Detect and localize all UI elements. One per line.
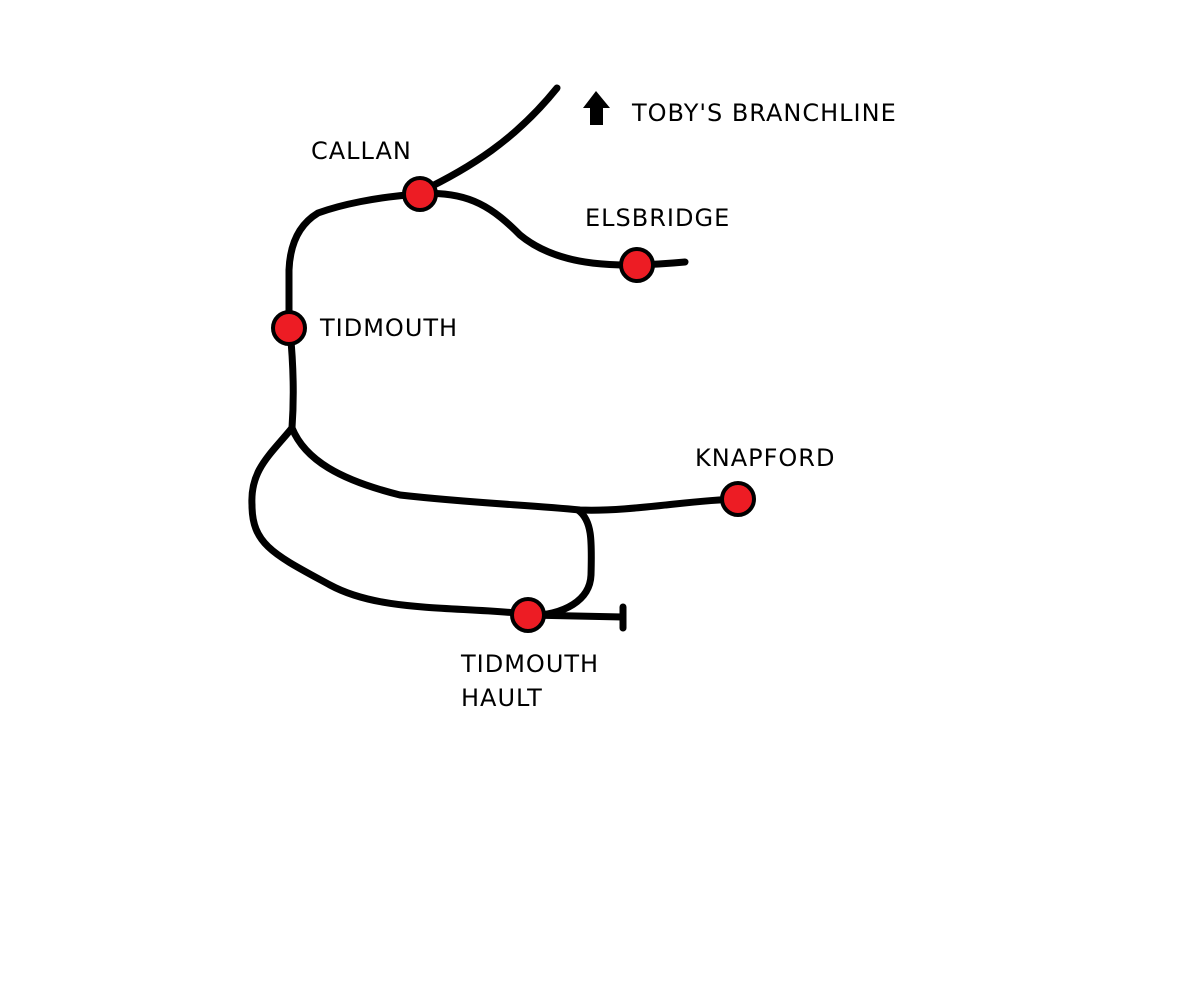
track-junction-loop-tidmouth-hault bbox=[248, 424, 532, 618]
track-knapford-spur-tidmouth-hault bbox=[524, 506, 595, 620]
station-tidmouth-hault-marker bbox=[510, 597, 546, 633]
station-tidmouth-marker bbox=[271, 310, 307, 346]
station-knapford-marker bbox=[720, 481, 756, 517]
track-callan-tidmouth bbox=[285, 190, 424, 334]
track-callan-tobys-branchline bbox=[416, 84, 561, 196]
station-tidmouth-hault-label-line1: TIDMOUTH bbox=[461, 650, 600, 678]
station-elsbridge-marker bbox=[619, 247, 655, 283]
track-junction-knapford bbox=[288, 424, 742, 514]
station-tidmouth-label: TIDMOUTH bbox=[320, 314, 459, 342]
station-elsbridge-label: ELSBRIDGE bbox=[585, 204, 731, 232]
station-callan-marker bbox=[402, 176, 438, 212]
station-tidmouth-hault-label: TIDMOUTH HAULT bbox=[461, 647, 599, 715]
station-tidmouth-hault-label-line2: HAULT bbox=[461, 684, 543, 712]
station-knapford-label: KNAPFORD bbox=[695, 444, 836, 472]
tobys-branchline-label: TOBY'S BRANCHLINE bbox=[632, 99, 897, 127]
up-arrow-icon bbox=[583, 91, 610, 125]
station-callan-label: CALLAN bbox=[311, 137, 412, 165]
